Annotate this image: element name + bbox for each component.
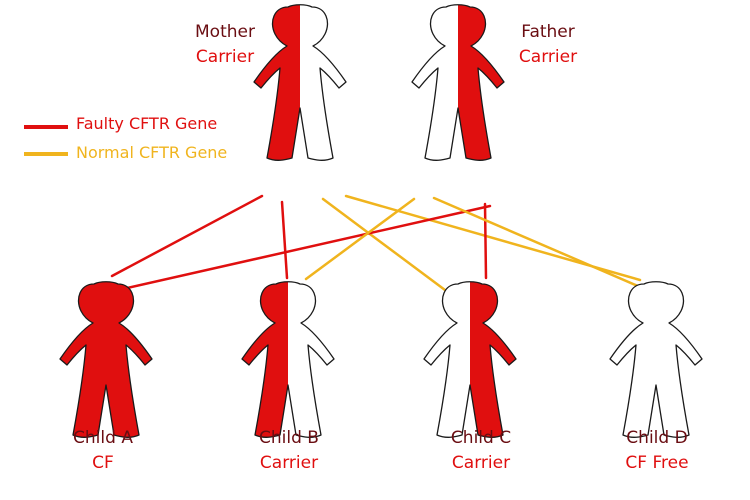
father-name: Father bbox=[521, 22, 575, 42]
gene-line-mother-faulty-to-child-b bbox=[280, 200, 289, 280]
mother-label: Mother Carrier bbox=[145, 20, 305, 70]
child-c-label: Child C Carrier bbox=[401, 426, 561, 476]
child-a-name: Child A bbox=[73, 428, 133, 448]
gene-line-mother-faulty-to-child-a bbox=[110, 194, 264, 278]
gene-line-father-normal-to-child-d bbox=[432, 196, 656, 295]
child-c-figure bbox=[423, 281, 517, 438]
child-b-name: Child B bbox=[259, 428, 319, 448]
mother-status: Carrier bbox=[195, 47, 255, 67]
child-a-label: Child A CF bbox=[23, 426, 183, 476]
child-a-status: CF bbox=[92, 453, 114, 473]
child-c-status: Carrier bbox=[451, 453, 511, 473]
legend-normal-label: Normal CFTR Gene bbox=[76, 143, 228, 162]
child-d-name: Child D bbox=[626, 428, 688, 448]
child-c-name: Child C bbox=[450, 428, 512, 448]
father-label: Father Carrier bbox=[468, 20, 628, 70]
child-b-label: Child B Carrier bbox=[209, 426, 369, 476]
child-d-label: Child D CF Free bbox=[577, 426, 737, 476]
mother-name: Mother bbox=[195, 22, 255, 42]
gene-line-mother-normal-to-child-c bbox=[321, 197, 447, 292]
child-b-status: Carrier bbox=[259, 453, 319, 473]
child-a-figure bbox=[59, 281, 153, 438]
gene-line-father-faulty-to-child-a bbox=[125, 204, 492, 290]
child-b-figure bbox=[241, 281, 335, 438]
gene-line-father-normal-to-child-b bbox=[304, 197, 416, 281]
gene-line-father-faulty-to-child-c bbox=[483, 202, 488, 280]
father-status: Carrier bbox=[518, 47, 578, 67]
legend-faulty-label: Faulty CFTR Gene bbox=[76, 114, 218, 133]
child-d-status: CF Free bbox=[625, 453, 689, 473]
gene-lines bbox=[110, 194, 656, 295]
child-d-figure bbox=[609, 281, 703, 438]
